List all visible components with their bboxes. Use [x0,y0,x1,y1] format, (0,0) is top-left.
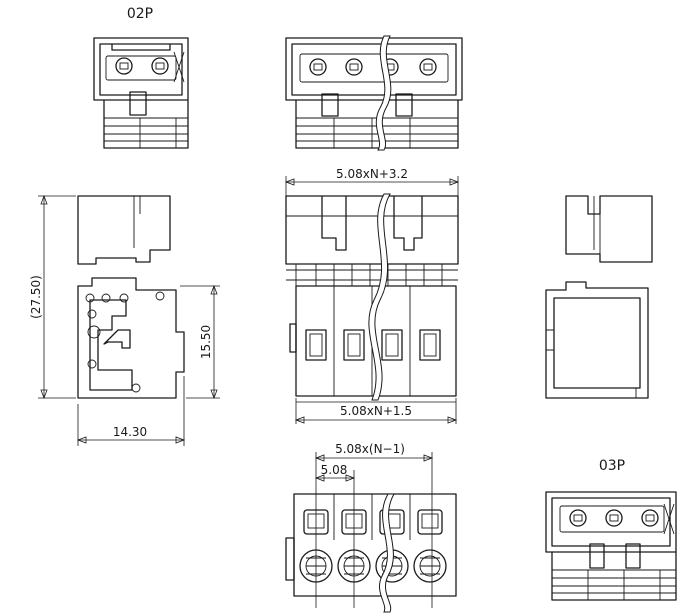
view-side-right [545,195,653,399]
view-bottom: 5.08x(N−1) 5.08 [285,442,457,613]
view-02p-top: 02P [93,6,189,149]
view-top-4pin [285,35,463,151]
view-03p: 03P [545,458,677,601]
dim-height-overall: (27.50) [29,275,43,319]
dim-height-body: 15.50 [199,325,213,359]
view-side-left: (27.50) 15.50 14.30 [29,194,220,446]
label-03p: 03P [599,458,625,474]
view-front: 5.08xN+3.2 5.08xN+1.5 [284,167,460,424]
label-02p: 02P [127,6,153,22]
dim-pitch: 5.08 [321,463,348,477]
dim-pin-span: 5.08x(N−1) [335,442,405,456]
dim-base-width: 5.08xN+1.5 [340,404,412,418]
dim-depth: 14.30 [113,425,147,439]
dim-overall-width: 5.08xN+3.2 [336,167,408,181]
